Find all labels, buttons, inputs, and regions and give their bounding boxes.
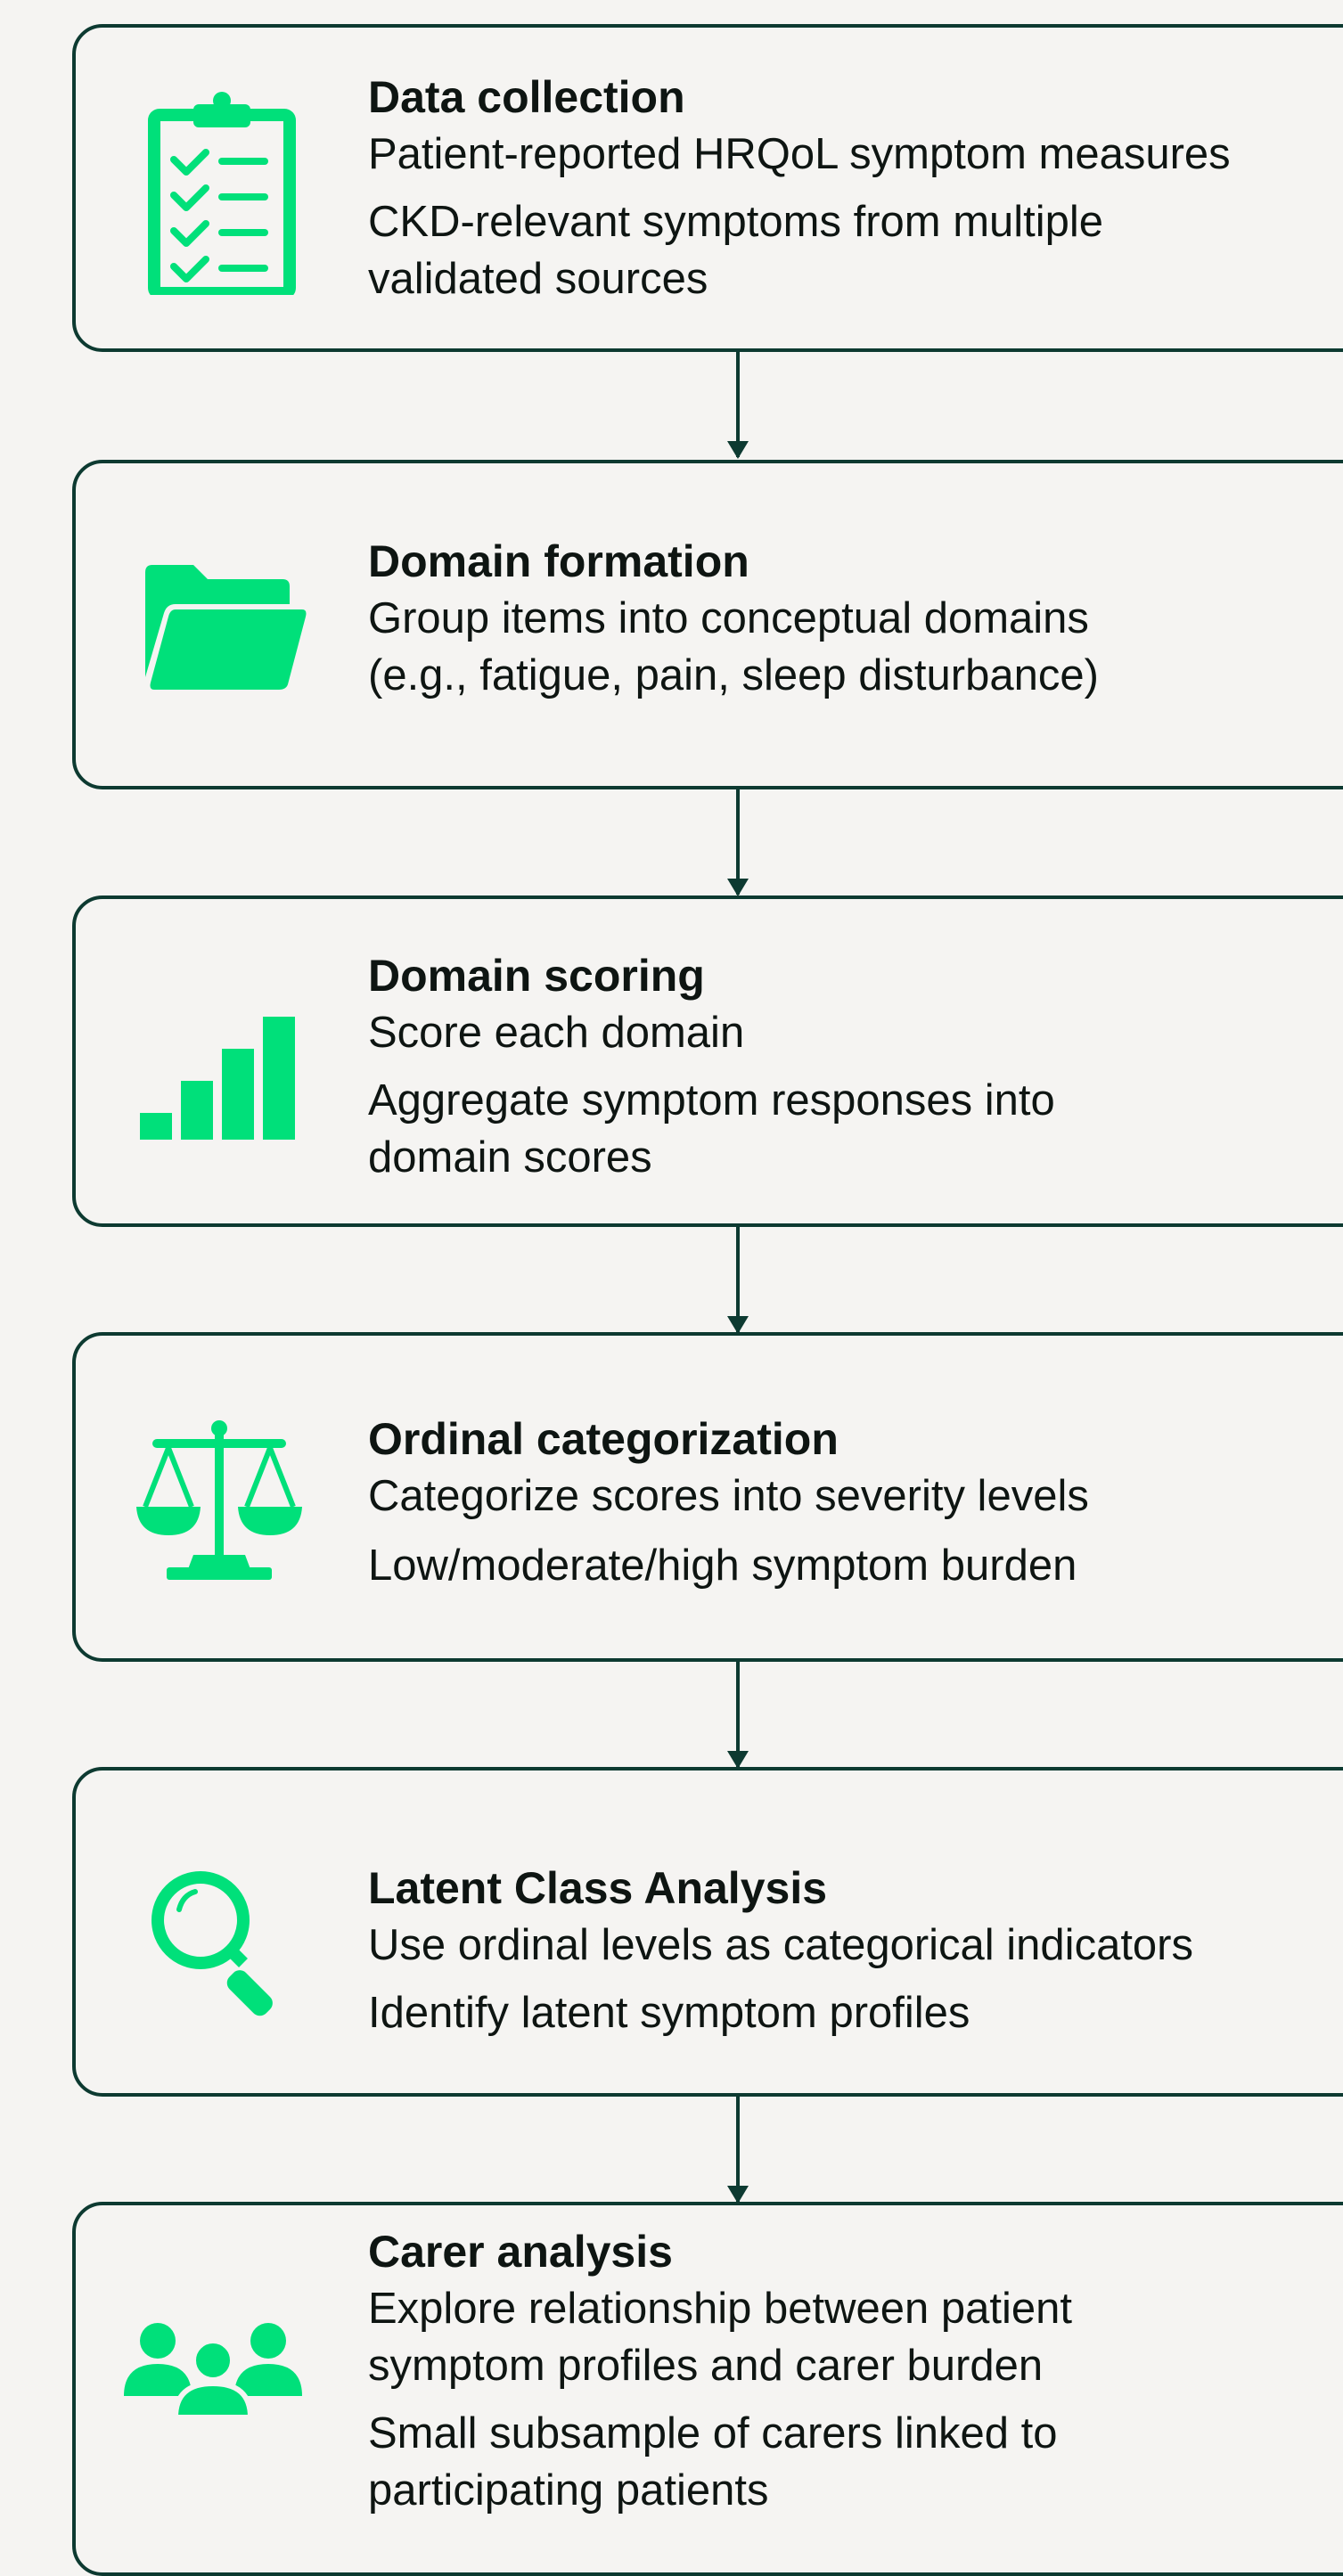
step-line: Score each domain — [368, 1009, 745, 1057]
step-title: Domain scoring — [368, 951, 705, 1001]
step-line: Patient-reported HRQoL symptom measures — [368, 130, 1231, 178]
flow-arrow — [727, 789, 749, 896]
step-box-carer-analysis: Carer analysis Explore relationship betw… — [72, 2202, 1343, 2576]
step-line: symptom profiles and carer burden — [368, 2342, 1044, 2390]
step-line: Categorize scores into severity levels — [368, 1472, 1089, 1520]
step-line: Explore relationship between patient — [368, 2285, 1072, 2333]
folder-icon — [140, 561, 309, 699]
magnifying-glass-icon — [147, 1867, 299, 2023]
step-title: Domain formation — [368, 536, 749, 586]
balance-scale-icon — [135, 1419, 304, 1586]
step-box-domain-formation: Domain formation Group items into concep… — [72, 460, 1343, 789]
step-line: Small subsample of carers linked to — [368, 2409, 1058, 2457]
step-line: domain scores — [368, 1133, 652, 1182]
people-group-icon — [120, 2321, 307, 2424]
step-title: Latent Class Analysis — [368, 1863, 828, 1913]
step-line: CKD-relevant symptoms from multiple — [368, 198, 1104, 246]
flow-arrow — [727, 1662, 749, 1769]
step-box-ordinal-categorization: Ordinal categorization Categorize scores… — [72, 1332, 1343, 1662]
step-line: Use ordinal levels as categorical indica… — [368, 1921, 1193, 1969]
step-line: participating patients — [368, 2466, 769, 2515]
flow-arrow — [727, 352, 749, 459]
clipboard-checklist-icon — [147, 90, 299, 299]
step-title: Carer analysis — [368, 2227, 673, 2277]
step-line: validated sources — [368, 255, 708, 303]
step-title: Data collection — [368, 72, 685, 122]
step-line: (e.g., fatigue, pain, sleep disturbance) — [368, 651, 1099, 699]
flow-arrow — [727, 2097, 749, 2204]
step-line: Low/moderate/high symptom burden — [368, 1542, 1077, 1590]
step-line: Group items into conceptual domains — [368, 594, 1089, 642]
flow-arrow — [727, 1227, 749, 1334]
step-box-domain-scoring: Domain scoring Score each domain Aggrega… — [72, 895, 1343, 1227]
step-title: Ordinal categorization — [368, 1414, 839, 1464]
step-line: Aggregate symptom responses into — [368, 1076, 1055, 1124]
bar-chart-icon — [136, 1013, 306, 1151]
step-box-data-collection: Data collection Patient-reported HRQoL s… — [72, 24, 1343, 352]
step-box-latent-class-analysis: Latent Class Analysis Use ordinal levels… — [72, 1767, 1343, 2097]
step-line: Identify latent symptom profiles — [368, 1989, 970, 2037]
